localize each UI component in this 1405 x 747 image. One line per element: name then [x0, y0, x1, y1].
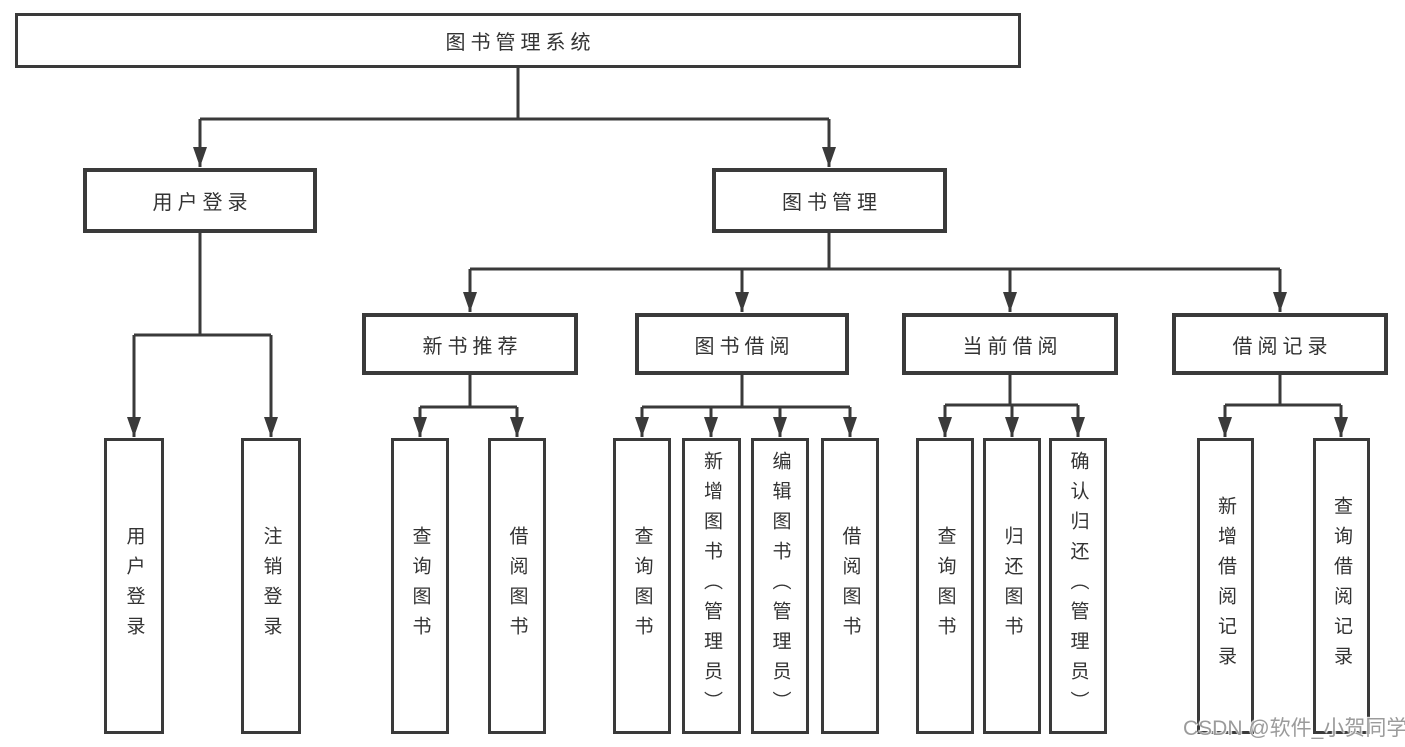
leaf-label: 确认归还（管理员）	[1067, 451, 1089, 721]
csdn-watermark: CSDN @软件_小贺同学	[1183, 717, 1405, 740]
node-current-borrow: 当前借阅	[902, 313, 1118, 375]
leaf-add-borrow-record: 新增借阅记录	[1197, 438, 1254, 734]
leaf-logout: 注销登录	[241, 438, 301, 734]
leaf-borrow-books-2: 借阅图书	[821, 438, 879, 734]
leaf-query-books-2: 查询图书	[613, 438, 671, 734]
node-new-book-recommend: 新书推荐	[362, 313, 578, 375]
leaf-label: 借阅图书	[506, 526, 528, 646]
leaf-label: 新增图书（管理员）	[701, 451, 722, 721]
leaf-label: 查询图书	[409, 526, 431, 646]
leaf-edit-book-admin: 编辑图书（管理员）	[751, 438, 809, 734]
leaf-confirm-return-admin: 确认归还（管理员）	[1049, 438, 1107, 734]
node-borrow-records: 借阅记录	[1172, 313, 1388, 375]
node-user-login: 用户登录	[83, 168, 317, 233]
leaf-label: 编辑图书（管理员）	[769, 451, 791, 721]
node-book-borrow: 图书借阅	[635, 313, 849, 375]
leaf-query-books-3: 查询图书	[916, 438, 974, 734]
leaf-label: 用户登录	[123, 526, 145, 646]
leaf-return-book: 归还图书	[983, 438, 1041, 734]
node-book-management: 图书管理	[712, 168, 947, 233]
leaf-user-login: 用户登录	[104, 438, 164, 734]
leaf-label: 查询图书	[631, 526, 653, 646]
leaf-label: 归还图书	[1001, 526, 1023, 646]
leaf-borrow-books-1: 借阅图书	[488, 438, 546, 734]
leaf-label: 查询图书	[934, 526, 956, 646]
leaf-label: 查询借阅记录	[1331, 496, 1352, 676]
leaf-add-book-admin: 新增图书（管理员）	[682, 438, 741, 734]
leaf-label: 注销登录	[260, 526, 282, 646]
node-library-management-system: 图书管理系统	[15, 13, 1021, 68]
leaf-label: 借阅图书	[839, 526, 861, 646]
leaf-query-books-1: 查询图书	[391, 438, 449, 734]
leaf-query-borrow-record: 查询借阅记录	[1313, 438, 1370, 734]
leaf-label: 新增借阅记录	[1215, 496, 1236, 676]
